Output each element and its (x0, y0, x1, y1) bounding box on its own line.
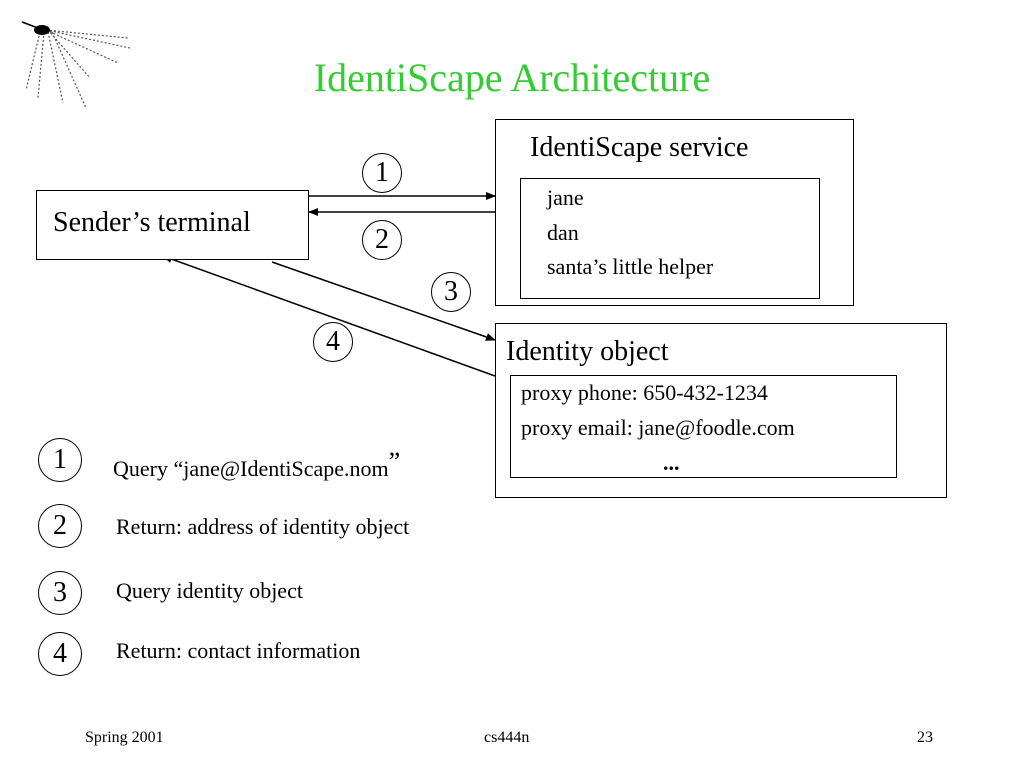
arrow-4 (162, 255, 496, 377)
identity-object-title: Identity object (506, 336, 669, 367)
step-marker-3: 3 (431, 272, 471, 312)
footer-center: cs444n (484, 729, 530, 746)
sender-terminal-label: Sender’s terminal (53, 207, 251, 238)
footer-left: Spring 2001 (85, 729, 164, 746)
service-entry: jane (547, 185, 584, 210)
legend-text-3: Query identity object (116, 578, 303, 603)
service-entries-box: jane dan santa’s little helper (520, 178, 820, 299)
identity-details-box: proxy phone: 650-432-1234 proxy email: j… (510, 375, 897, 478)
legend-number-3: 3 (38, 571, 82, 615)
sender-terminal-box: Sender’s terminal (36, 190, 309, 260)
service-title: IdentiScape service (530, 132, 749, 163)
legend-number-1: 1 (38, 438, 82, 482)
mosquito-icon (21, 21, 131, 109)
service-entry: dan (547, 220, 579, 245)
slide-title: IdentiScape Architecture (313, 55, 711, 100)
arrow-3 (271, 261, 496, 341)
legend-text-4: Return: contact information (116, 638, 361, 663)
service-entry: santa’s little helper (547, 254, 714, 279)
step-marker-4: 4 (313, 322, 353, 362)
identity-detail-line: proxy email: jane@foodle.com (521, 415, 795, 440)
identity-detail-line: proxy phone: 650-432-1234 (521, 380, 768, 405)
legend-text-1-suffix: ” (388, 447, 401, 476)
step-marker-2: 2 (362, 220, 402, 260)
legend-number-2: 2 (38, 504, 82, 548)
step-marker-1: 1 (362, 153, 402, 193)
legend-text-2: Return: address of identity object (116, 514, 410, 539)
legend-text-1: Query “jane@IdentiScape.nom” (113, 449, 400, 482)
footer-page-number: 23 (917, 729, 933, 746)
legend-text-1-main: Query “jane@IdentiScape.nom (113, 456, 389, 481)
identity-detail-ellipsis: ... (663, 450, 680, 475)
legend-number-4: 4 (38, 632, 82, 676)
